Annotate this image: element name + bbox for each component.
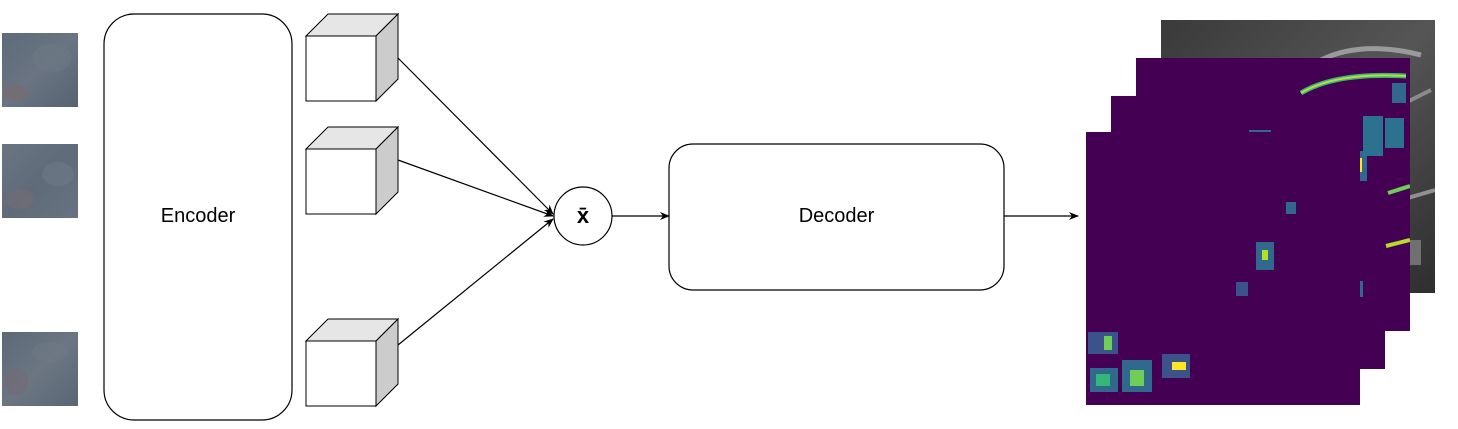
heatmap-output-icon	[1086, 132, 1360, 405]
feature-cube-icon	[304, 125, 400, 216]
input-image-2	[2, 144, 78, 218]
arrow-cube2-to-mean	[397, 159, 554, 217]
arrow-cube3-to-mean	[397, 218, 554, 346]
arrow-cube1-to-mean	[397, 57, 554, 215]
input-image-1	[2, 33, 78, 107]
feature-cube-icon	[304, 12, 400, 103]
decoder-block	[668, 143, 1005, 291]
decoder-label: Decoder	[798, 205, 875, 227]
encoder-label: Encoder	[160, 205, 236, 227]
encoder-block	[103, 13, 293, 421]
mean-label: x̄	[576, 203, 590, 228]
input-image-3	[2, 332, 78, 406]
feature-cube-icon	[304, 317, 400, 408]
